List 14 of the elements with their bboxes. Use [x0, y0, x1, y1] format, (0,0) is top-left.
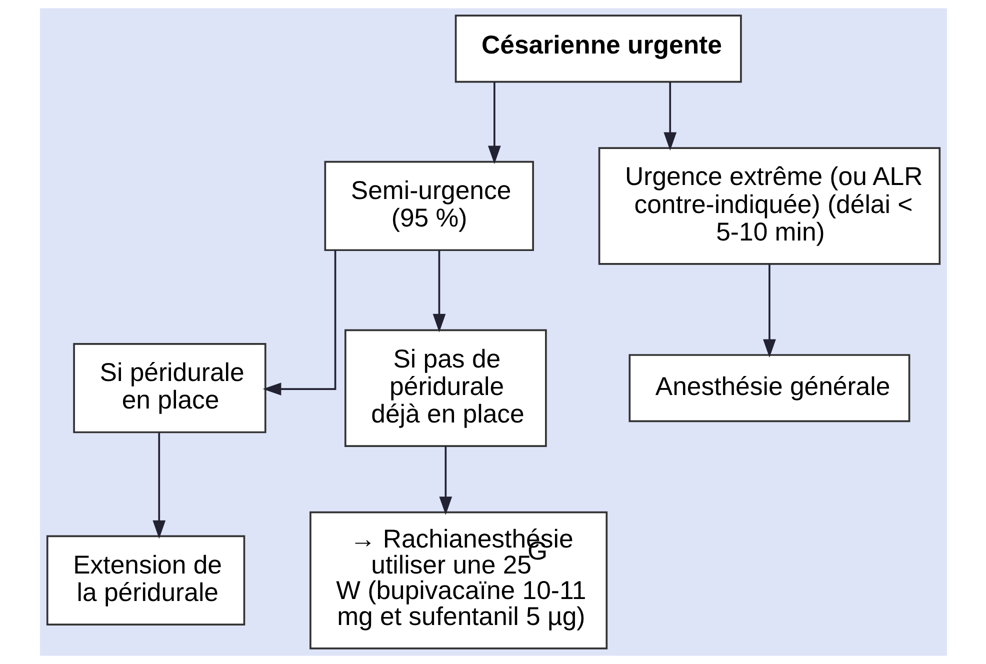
arrow: [762, 264, 776, 358]
arrow: [438, 446, 452, 515]
node-box: Si pas de péridurale déjà en place: [344, 329, 546, 447]
node-box: Semi-urgence (95 %): [324, 160, 534, 252]
node-box: Extension de la péridurale: [46, 535, 245, 626]
arrow: [432, 250, 446, 332]
arrow: [663, 82, 676, 151]
node-box: Si péridurale en place: [72, 343, 266, 434]
node-box: Anesthésie générale: [628, 354, 910, 422]
arrow: [152, 432, 166, 539]
node-box: Césarienne urgente: [454, 14, 742, 83]
arrow: [262, 250, 336, 396]
node-box: Urgence extrême (ou ALR contre-indiquée) (délai < 5-10 min): [598, 147, 940, 265]
arrow: [487, 82, 500, 164]
